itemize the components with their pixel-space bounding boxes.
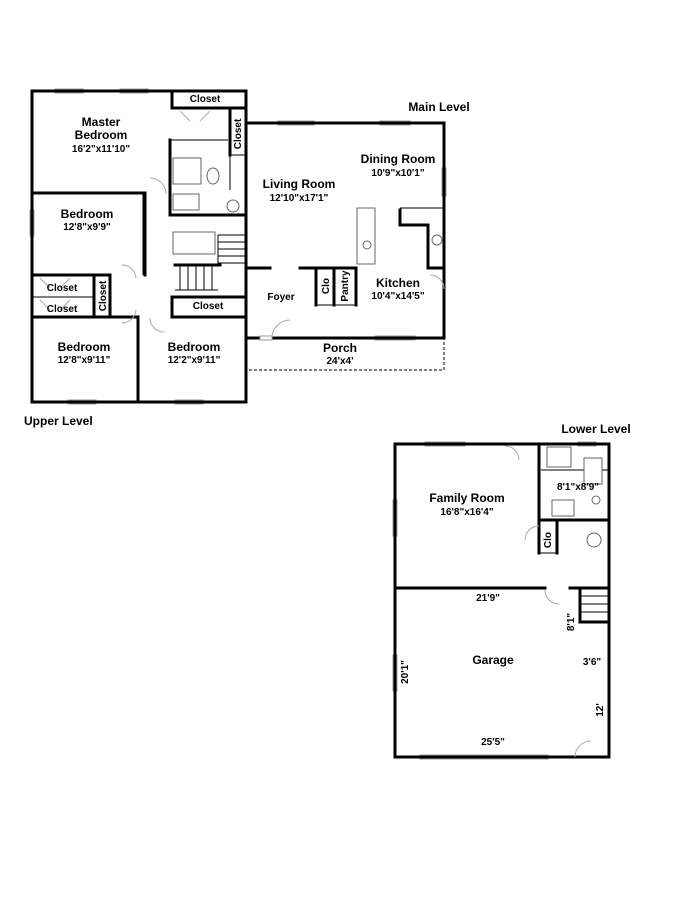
closet-door — [179, 110, 211, 122]
master-bedroom-dims: 16'2"x11'10" — [72, 144, 130, 155]
bedroom-left-name: Bedroom — [61, 207, 114, 221]
closet-label: Closet — [190, 94, 221, 105]
living-room-dims: 12'10"x17'1" — [270, 193, 329, 204]
dim-width-bottom: 25'5" — [481, 737, 505, 748]
family-room-dims: 16'8"x16'4" — [440, 507, 493, 518]
door-swing — [121, 264, 137, 279]
sink — [226, 199, 240, 213]
door-swing — [149, 177, 167, 195]
living-room-name: Living Room — [263, 177, 336, 191]
porch-dims: 24'x4' — [326, 356, 353, 367]
family-room-name: Family Room — [429, 491, 504, 505]
bedroom-bl-name: Bedroom — [58, 340, 111, 354]
door-swing — [574, 740, 592, 758]
door-swing — [544, 589, 560, 605]
front-door — [259, 335, 273, 341]
cooktop — [362, 240, 372, 250]
main-level-label: Main Level — [408, 100, 469, 114]
closet-label: Clo — [543, 532, 554, 548]
door-swing — [149, 317, 165, 333]
upper-level-plan — [29, 88, 248, 405]
porch-name: Porch — [323, 341, 357, 355]
closet-label: Clo — [321, 278, 332, 294]
closet-label: Closet — [47, 304, 78, 315]
closet-label: Closet — [47, 283, 78, 294]
kitchen-dims: 10'4"x14'5" — [371, 291, 424, 302]
door-swing — [524, 525, 540, 541]
upper-outer-wall — [30, 89, 248, 404]
bath-dims: 8'1"x8'9" — [557, 482, 599, 493]
closet-door — [39, 299, 71, 311]
vanity — [583, 457, 603, 485]
bedroom-br-name: Bedroom — [168, 340, 221, 354]
toilet — [206, 167, 220, 185]
bedroom-br-dims: 12'2"x9'11" — [168, 355, 221, 366]
porch-outline — [245, 338, 445, 371]
door-swing — [271, 319, 291, 339]
dim-depth: 20'1" — [400, 660, 411, 684]
door-swing — [429, 274, 445, 290]
kitchen-counter — [398, 208, 446, 270]
pantry-label: Pantry — [340, 270, 351, 302]
kitchen-name: Kitchen — [376, 276, 420, 290]
sink — [431, 234, 443, 246]
foyer-label: Foyer — [267, 292, 294, 303]
main-level-plan — [244, 120, 447, 371]
sink — [551, 499, 575, 517]
upper-level-label: Upper Level — [24, 414, 93, 428]
door-swing — [504, 445, 520, 461]
master-bedroom-name-2: Bedroom — [75, 128, 128, 142]
toilet — [586, 532, 602, 548]
dim-width-top: 21'9" — [476, 593, 500, 604]
dim-landing: 3'6" — [583, 657, 602, 668]
shower — [546, 446, 572, 468]
dining-room-name: Dining Room — [361, 152, 436, 166]
closet-door — [39, 277, 71, 289]
master-bedroom-name-1: Master — [82, 115, 121, 129]
dim-right: 12' — [595, 703, 606, 717]
upper-stairs — [173, 234, 246, 291]
bathtub — [172, 231, 216, 255]
lower-stairs — [578, 586, 611, 624]
lower-level-label: Lower Level — [561, 422, 630, 436]
door-swing — [121, 309, 137, 324]
kitchen-island — [356, 207, 376, 265]
toilet — [591, 495, 601, 505]
bedroom-left-dims: 12'8"x9'9" — [63, 222, 111, 233]
vanity — [172, 193, 200, 211]
dining-room-dims: 10'9"x10'1" — [371, 168, 424, 179]
kitchen-counter — [400, 207, 445, 268]
bedroom-bl-dims: 12'8"x9'11" — [58, 355, 111, 366]
shower — [172, 157, 202, 185]
lower-level-plan — [392, 441, 611, 760]
closet-label: Closet — [193, 301, 224, 312]
closet-label: Closet — [98, 280, 109, 311]
closet-label: Closet — [233, 118, 244, 149]
dim-stair: 8'1" — [566, 613, 577, 632]
garage-name: Garage — [472, 653, 514, 667]
